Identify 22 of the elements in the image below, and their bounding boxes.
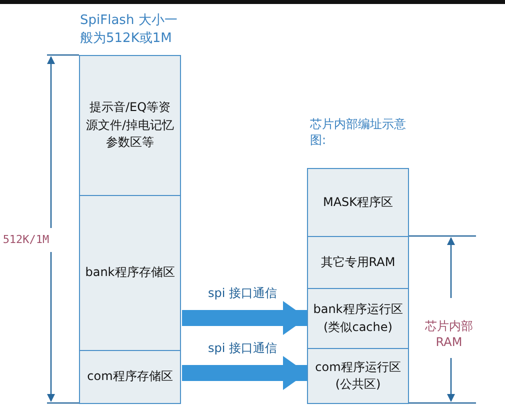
- dimension-label: 512K/1M: [2, 233, 50, 248]
- memory-region-box: [79, 55, 181, 196]
- block-arrow: [182, 301, 307, 335]
- heading: 芯片内部编址示意图:: [310, 116, 407, 148]
- block-arrow: [182, 356, 307, 390]
- memory-region-box: [307, 288, 409, 349]
- region-label: MASK程序区: [322, 194, 394, 211]
- edge-label: spi 接口通信: [208, 285, 278, 302]
- heading: SpiFlash 大小一般为512K或1M: [80, 12, 178, 48]
- memory-region-box: [79, 350, 181, 404]
- region-label: com程序运行区(公共区): [314, 358, 402, 393]
- region-label: 提示音/EQ等资源文件/掉电记忆参数区等: [84, 99, 176, 152]
- memory-region-box: [307, 236, 409, 289]
- dimension-label: 芯片内部RAM: [424, 318, 474, 350]
- region-label: 其它专用RAM: [320, 254, 396, 271]
- region-label: bank程序运行区(类似cache): [312, 301, 404, 336]
- edge-label: spi 接口通信: [208, 340, 278, 357]
- memory-region-box: [307, 168, 409, 237]
- region-label: bank程序存储区: [84, 264, 176, 282]
- region-label: com程序存储区: [86, 368, 174, 386]
- memory-region-box: [307, 348, 409, 404]
- memory-region-box: [79, 195, 181, 351]
